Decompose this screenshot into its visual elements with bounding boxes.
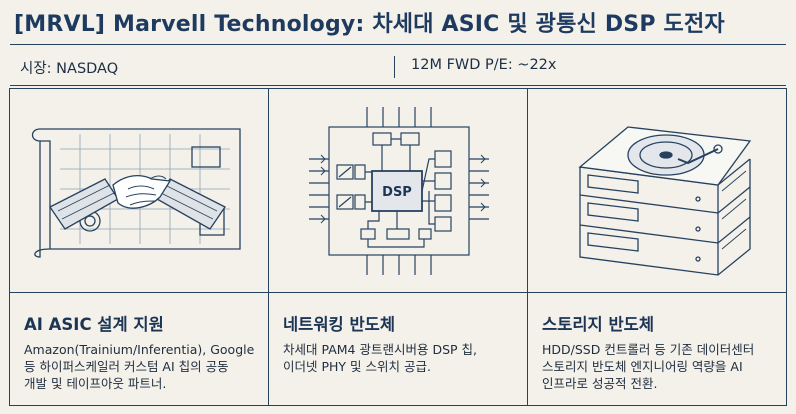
info-divider-line [10, 85, 786, 86]
header-divider [10, 44, 786, 45]
panel-description: HDD/SSD 컨트롤러 등 기존 데이터센터 스토리지 반도체 엔지니어링 역… [542, 341, 782, 392]
desc-line: Amazon(Trainium/Inferentia), Google [24, 342, 255, 357]
desc-line: 스토리지 반도체 엔지니어링 역량을 AI [542, 359, 743, 374]
panel-description: Amazon(Trainium/Inferentia), Google 등 하이… [24, 341, 264, 392]
desc-line: 등 하이퍼스케일러 커스텀 AI 칩의 공동 [24, 359, 229, 374]
feature-panels: AI ASIC 설계 지원 Amazon(Trainium/Inferentia… [9, 88, 787, 406]
panel-divider [269, 292, 527, 293]
dsp-chip-diagram-icon: DSP [269, 89, 527, 292]
page-title: [MRVL] Marvell Technology: 차세대 ASIC 및 광통… [14, 6, 725, 38]
desc-line: 차세대 PAM4 광트랜시버용 DSP 칩, [283, 342, 477, 357]
panel-divider [528, 292, 786, 293]
panel-storage: 스토리지 반도체 HDD/SSD 컨트롤러 등 기존 데이터센터 스토리지 반도… [528, 89, 786, 405]
desc-line: 개발 및 테이프아웃 파트너. [24, 376, 167, 391]
panel-divider [10, 292, 268, 293]
panel-title: AI ASIC 설계 지원 [24, 315, 164, 334]
handshake-blueprint-icon [10, 89, 268, 292]
market-info: 시장: NASDAQ [20, 61, 119, 77]
panel-networking: DSP 네트워킹 반도체 차세대 PAM4 광트랜시버용 DSP 칩, 이더넷 … [269, 89, 528, 405]
panel-description: 차세대 PAM4 광트랜시버용 DSP 칩, 이더넷 PHY 및 스위치 공급. [283, 341, 523, 375]
panel-title: 네트워킹 반도체 [283, 315, 396, 334]
ticker-label: [MRVL] [14, 12, 106, 37]
pe-info: 12M FWD P/E: ~22x [411, 57, 557, 73]
dsp-chip-label: DSP [382, 185, 412, 200]
hard-drive-stack-icon [528, 89, 786, 292]
info-divider [394, 56, 395, 78]
title-text: Marvell Technology: 차세대 ASIC 및 광통신 DSP 도… [113, 12, 725, 37]
desc-line: HDD/SSD 컨트롤러 등 기존 데이터센터 [542, 342, 755, 357]
panel-title: 스토리지 반도체 [542, 315, 655, 334]
desc-line: 인프라로 성공적 전환. [542, 376, 658, 391]
panel-ai-asic: AI ASIC 설계 지원 Amazon(Trainium/Inferentia… [10, 89, 269, 405]
desc-line: 이더넷 PHY 및 스위치 공급. [283, 359, 431, 374]
